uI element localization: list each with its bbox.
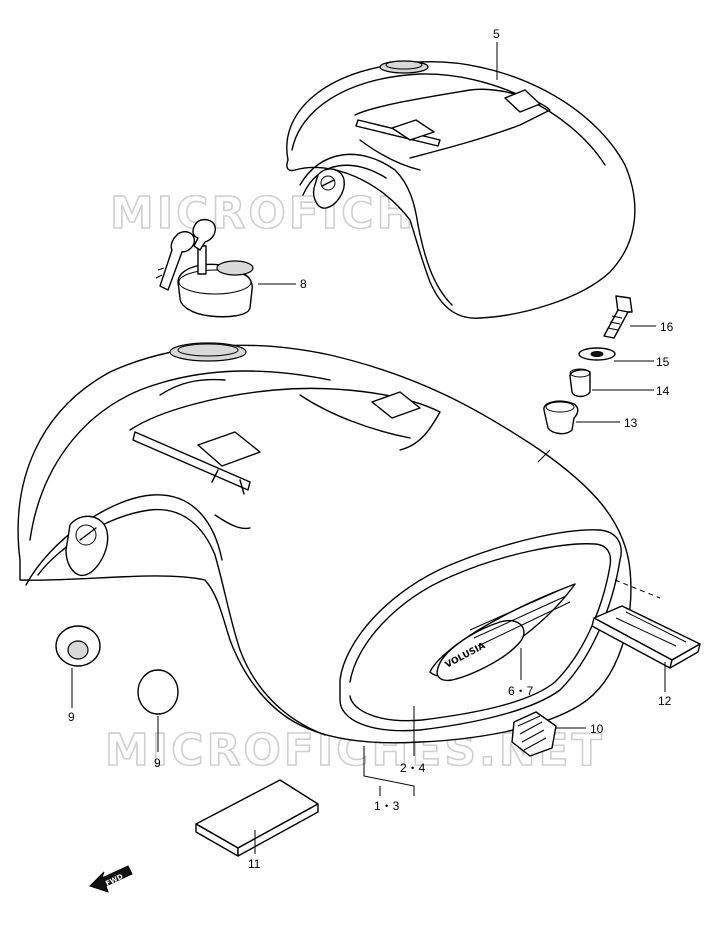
callout-5: 5 xyxy=(493,27,500,41)
lock-set xyxy=(155,218,254,318)
plug-9-b xyxy=(137,669,179,715)
callout-9-a: 9 xyxy=(68,710,75,724)
callout-6-7: 6・7 xyxy=(508,684,534,698)
washer-15 xyxy=(578,347,616,361)
fuel-tank-main: VOLUSIA xyxy=(17,342,632,744)
callout-10: 10 xyxy=(590,722,604,736)
cushion-12 xyxy=(591,579,701,669)
callout-12: 12 xyxy=(658,694,672,708)
fwd-label: FWD xyxy=(104,872,124,887)
callout-9-b: 9 xyxy=(154,756,161,770)
grommet-13 xyxy=(543,400,579,435)
callout-14: 14 xyxy=(656,384,670,398)
callout-2-4: 2・4 xyxy=(400,761,426,775)
fwd-arrow: FWD xyxy=(89,865,133,893)
callout-16: 16 xyxy=(660,320,674,334)
plug-9-a xyxy=(55,625,101,667)
collar-14 xyxy=(569,368,591,398)
callout-1-3: 1・3 xyxy=(374,799,400,813)
callout-8: 8 xyxy=(300,277,307,291)
volusia-emblem: VOLUSIA xyxy=(436,619,525,682)
callout-15: 15 xyxy=(656,355,670,369)
bolt-16 xyxy=(603,295,633,339)
callout-11: 11 xyxy=(248,857,261,871)
callout-labels: 5 8 16 15 14 13 12 6・7 10 2・4 1・3 9 9 11 xyxy=(68,27,674,871)
callout-13: 13 xyxy=(624,416,638,430)
fuel-tank-upper xyxy=(286,60,636,319)
label-sheet-11 xyxy=(195,779,319,857)
bracket-10 xyxy=(511,711,557,757)
leader-lines xyxy=(71,42,666,854)
